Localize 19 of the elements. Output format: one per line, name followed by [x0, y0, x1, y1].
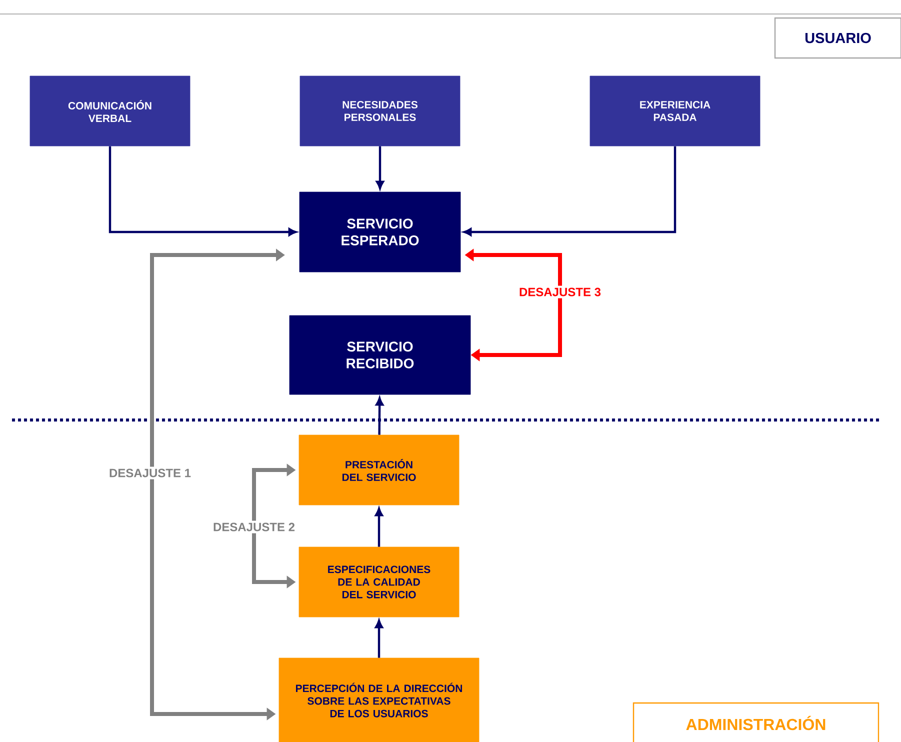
- arrow: [375, 508, 383, 547]
- section-tag: ADMINISTRACIÓN: [632, 702, 880, 742]
- arrow: [463, 146, 676, 236]
- arrow: [108, 146, 297, 236]
- process-box: EXPERIENCIA PASADA: [590, 76, 760, 146]
- process-box: SERVICIO RECIBIDO: [289, 315, 471, 395]
- process-box: ESPECIFICACIONES DE LA CALIDAD DEL SERVICIO: [298, 546, 460, 618]
- process-box: PERCEPCIÓN DE LA DIRECCIÓN SOBRE LAS EXPECTATIVAS DE LOS USUARIOS: [278, 658, 480, 742]
- edge-label: DESAJUSTE 3: [517, 286, 604, 298]
- process-box: PRESTACIÓN DEL SERVICIO: [298, 434, 460, 506]
- edge-label: DESAJUSTE 2: [211, 520, 298, 534]
- arrow: [376, 397, 384, 435]
- arrow: [375, 620, 383, 658]
- edge-label: DESAJUSTE 1: [107, 466, 194, 480]
- arrow: [376, 146, 384, 190]
- process-box: COMUNICACIÓN VERBAL: [30, 76, 190, 146]
- section-tag: USUARIO: [774, 17, 901, 59]
- process-box: NECESIDADES PERSONALES: [300, 76, 460, 146]
- process-box: SERVICIO ESPERADO: [299, 192, 461, 272]
